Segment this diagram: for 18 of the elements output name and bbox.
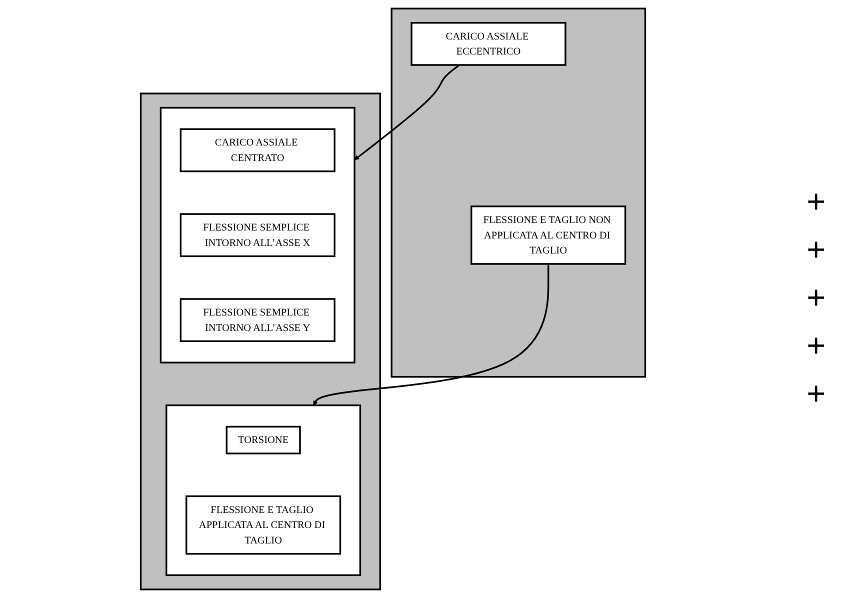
cluster	[390, 8, 646, 378]
node-box: CARICO ASSIALE ECCENTRICO	[410, 22, 566, 66]
plus-sign: +	[806, 376, 826, 414]
plus-sign: +	[806, 184, 826, 222]
cluster	[140, 92, 382, 590]
cluster	[166, 404, 362, 576]
node-box: FLESSIONE E TAGLIO APPLICATA AL CENTRO DI TAGLIO	[186, 495, 342, 555]
arrow	[313, 264, 550, 406]
plus-sign: +	[806, 232, 826, 270]
arrow	[354, 64, 460, 160]
plus-sign: +	[806, 328, 826, 366]
plus-sign: +	[806, 280, 826, 318]
cluster	[160, 106, 356, 364]
node-box: FLESSIONE SEMPLICE INTORNO ALL’ASSE X	[180, 213, 336, 258]
node-box: CARICO ASSIALE CENTRATO	[180, 128, 336, 172]
node-box: FLESSIONE E TAGLIO NON APPLICATA AL CENTRO DI TAGLIO	[470, 206, 626, 265]
node-box: TORSIONE	[226, 426, 301, 454]
node-box: FLESSIONE SEMPLICE INTORNO ALL’ASSE Y	[180, 298, 336, 342]
